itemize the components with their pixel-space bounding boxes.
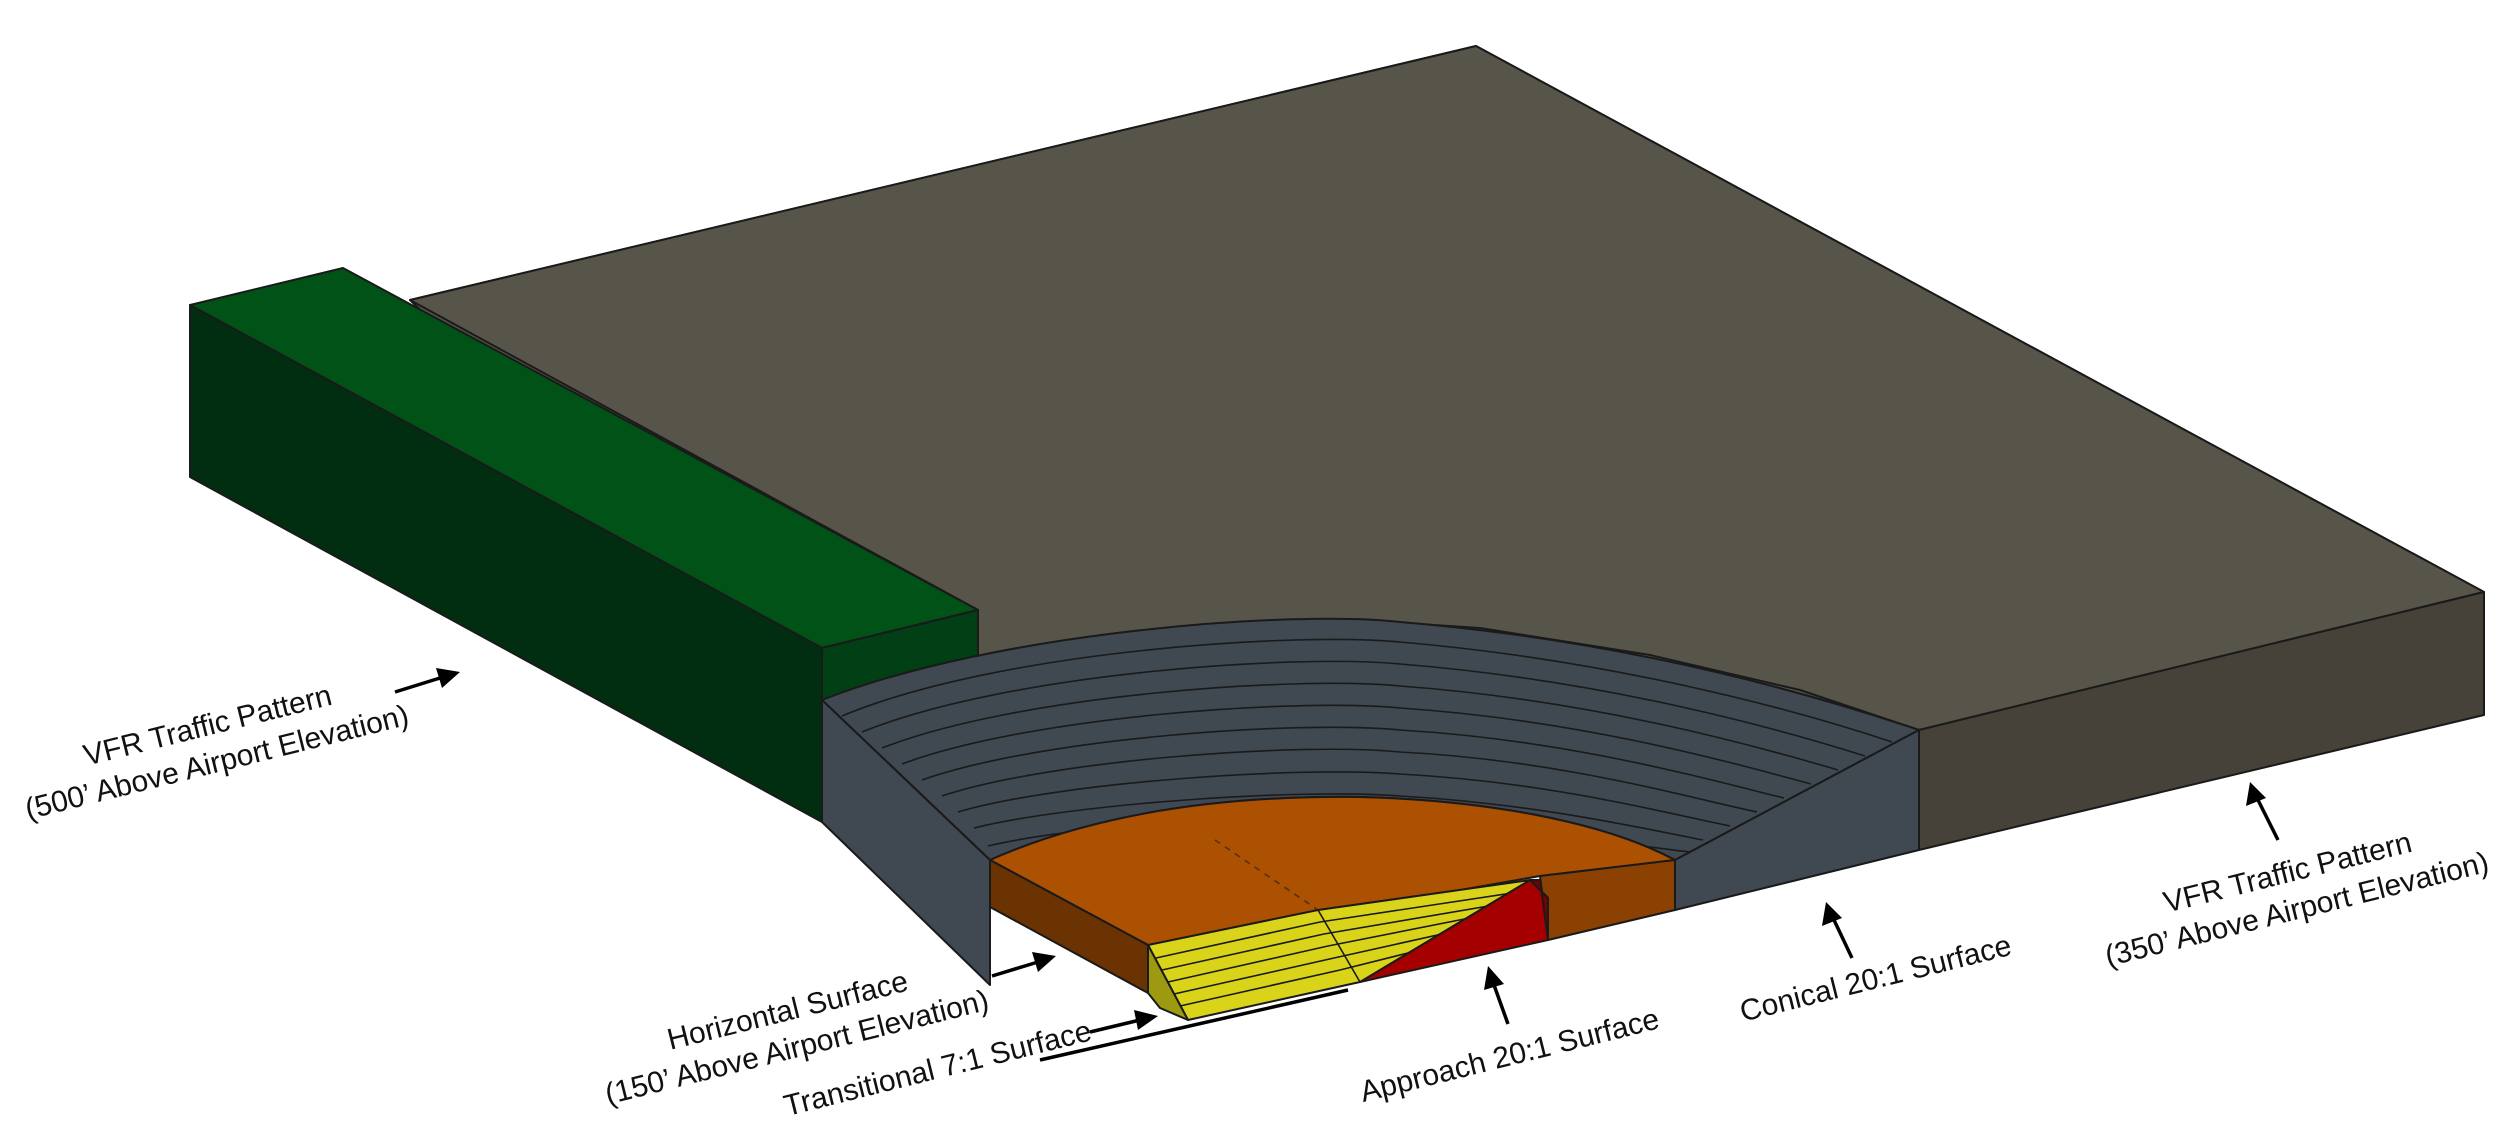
approach-side-face	[1529, 879, 1549, 941]
transitional-arrow	[1039, 988, 1349, 1062]
horizontal-arrow	[991, 952, 1056, 978]
vfr-500-arrow	[394, 668, 460, 694]
transitional-contour-lines	[1155, 889, 1537, 1007]
conical-arrow	[1822, 902, 1854, 959]
label-conical: Conical 20:1 Surface	[1737, 929, 2015, 1028]
label-vfr-350: VFR Traffic Pattern (350’ Above Airport …	[2102, 826, 2492, 973]
approach-arrow	[1484, 966, 1510, 1025]
conical-surface	[821, 617, 1920, 986]
vfr-350-slab	[409, 45, 2485, 851]
horizontal-top-face	[989, 795, 1676, 946]
label-conical-text: Conical 20:1 Surface	[1737, 929, 2015, 1028]
conical-left-face	[821, 699, 991, 986]
label-approach: Approach 20:1 Surface	[1357, 1003, 1663, 1109]
transitional-surface	[1147, 879, 1549, 1021]
conical-contour-lines	[841, 638, 1893, 853]
approach-surface	[1359, 879, 1549, 983]
vfr-350-arrow	[2246, 782, 2280, 841]
transitional-end-face	[1147, 944, 1189, 1021]
label-vfr-500: VFR Traffic Pattern (500’ Above Airport …	[22, 679, 412, 826]
label-arrows	[394, 668, 2280, 1062]
label-approach-text: Approach 20:1 Surface	[1357, 1003, 1663, 1109]
horizontal-surface	[989, 795, 1676, 994]
